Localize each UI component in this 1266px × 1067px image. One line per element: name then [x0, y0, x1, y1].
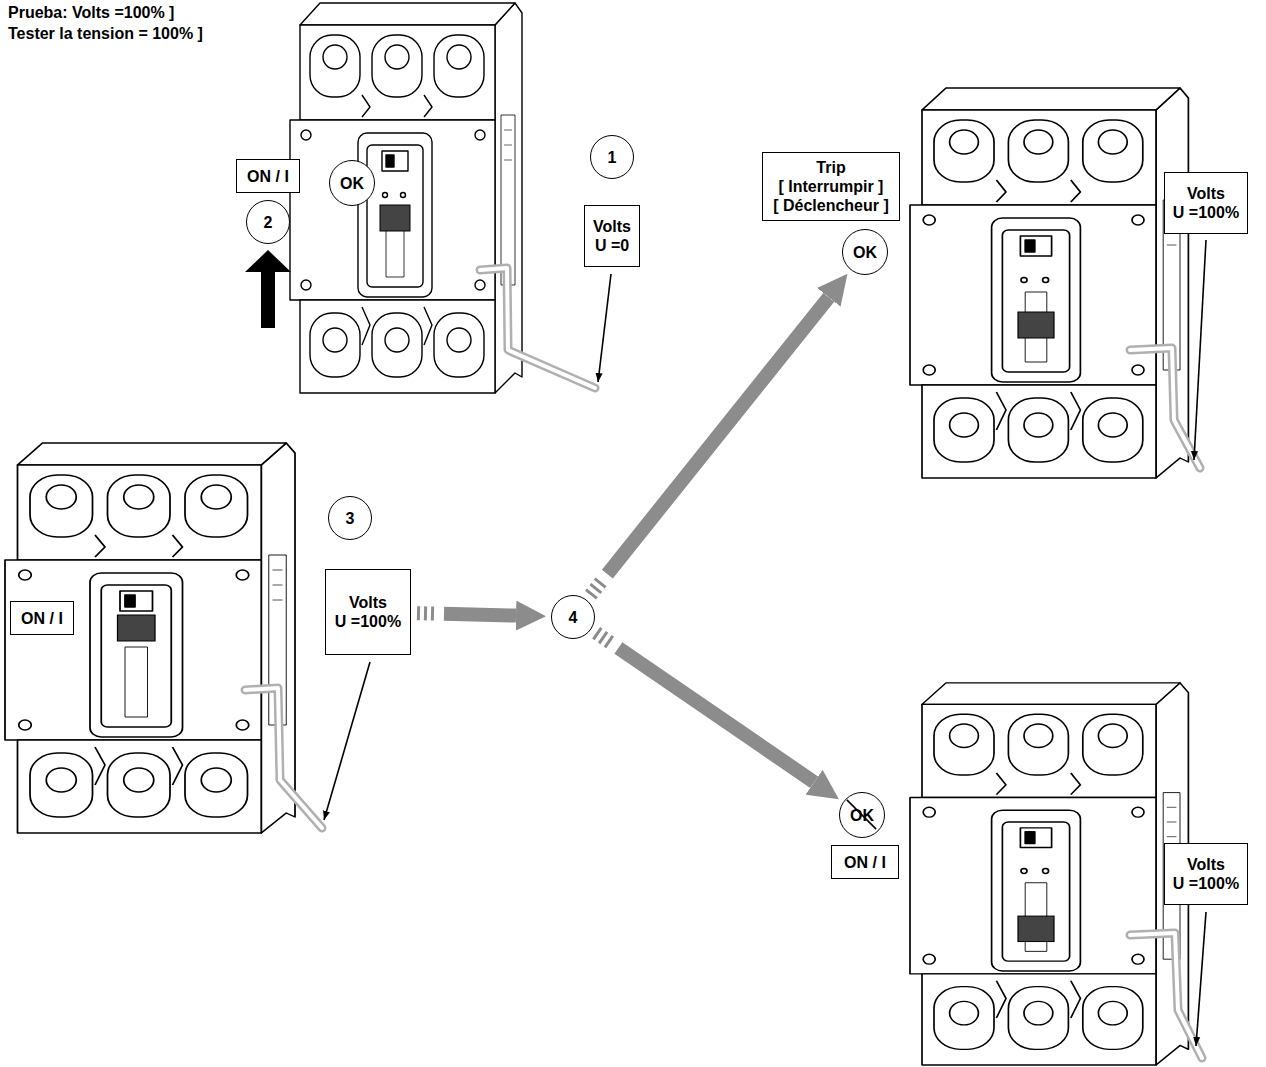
callout-circle: OK — [839, 792, 885, 838]
callout-circle: OK — [842, 229, 888, 275]
flow-arrow — [596, 633, 814, 782]
node-text: ON / I — [844, 853, 886, 872]
callout-circle: 1 — [590, 135, 634, 179]
leader-line — [324, 240, 1206, 1046]
node-text: ON / I — [247, 167, 289, 186]
node-text: 2 — [264, 213, 273, 232]
label-box: VoltsU =0 — [584, 205, 640, 267]
label-box: VoltsU =100% — [325, 569, 411, 655]
label-box: VoltsU =100% — [1164, 843, 1248, 905]
node-text: 1 — [608, 148, 617, 167]
label-box: ON / I — [831, 845, 899, 879]
node-text: 4 — [569, 608, 578, 627]
note-text: Tester la tension = 100% ] — [8, 24, 203, 43]
label-box: ON / I — [10, 601, 74, 635]
node-text: U =100% — [1173, 874, 1239, 893]
wire — [245, 268, 1202, 1058]
flow-arrow — [590, 297, 828, 595]
label-box: VoltsU =100% — [1164, 172, 1248, 234]
node-text: Volts — [593, 217, 631, 236]
push-up-arrow — [245, 250, 291, 328]
label-box: ON / I — [236, 159, 300, 193]
node-text: Trip — [816, 158, 845, 177]
circuit-breaker — [910, 683, 1188, 1065]
node-text: OK — [850, 806, 874, 825]
note-text: Prueba: Volts =100% ] — [8, 3, 174, 22]
node-text: OK — [340, 174, 364, 193]
circuit-breaker — [290, 3, 522, 393]
callout-circle: 4 — [551, 595, 595, 639]
callout-circle: 3 — [328, 496, 372, 540]
node-text: OK — [853, 243, 877, 262]
node-text: Volts — [349, 593, 387, 612]
node-text: [ Déclencheur ] — [773, 196, 889, 215]
callout-circle: 2 — [246, 200, 290, 244]
node-text: [ Interrumpir ] — [779, 177, 884, 196]
callout-circle: OK — [329, 160, 375, 206]
circuit-breaker — [5, 443, 295, 833]
node-text: U =100% — [1173, 203, 1239, 222]
node-text: U =0 — [595, 236, 629, 255]
node-text: U =100% — [335, 612, 401, 631]
flow-arrow — [417, 613, 516, 615]
node-text: Volts — [1187, 184, 1225, 203]
node-text: Volts — [1187, 855, 1225, 874]
node-text: 3 — [346, 509, 355, 528]
circuit-breaker — [910, 88, 1188, 478]
node-text: ON / I — [21, 609, 63, 628]
label-box: Trip[ Interrumpir ][ Déclencheur ] — [762, 152, 900, 221]
